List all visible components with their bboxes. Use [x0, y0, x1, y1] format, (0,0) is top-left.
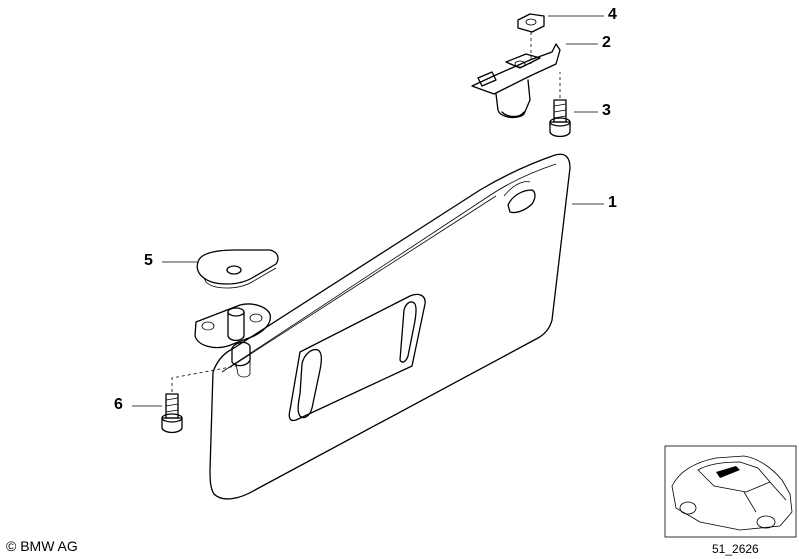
callout-part-5: 5 [144, 252, 153, 269]
screw-6-drawing [161, 393, 183, 434]
copyright-text: © BMW AG [6, 538, 78, 554]
callout-part-6: 6 [114, 396, 123, 413]
callout-part-4: 4 [608, 6, 617, 23]
diagram-id: 51_2626 [712, 542, 759, 556]
callout-part-1: 1 [608, 194, 617, 211]
cover-drawing [196, 249, 279, 289]
pivot-bracket-drawing [194, 303, 272, 349]
callout-part-2: 2 [602, 34, 611, 51]
vehicle-thumbnail [664, 445, 797, 538]
mounting-bracket-drawing [471, 43, 561, 119]
leader-lines [132, 15, 604, 407]
callout-part-3: 3 [602, 102, 611, 119]
clip-nut-drawing [517, 13, 545, 64]
screw-3-drawing [549, 72, 571, 138]
sun-visor-drawing [209, 153, 571, 500]
